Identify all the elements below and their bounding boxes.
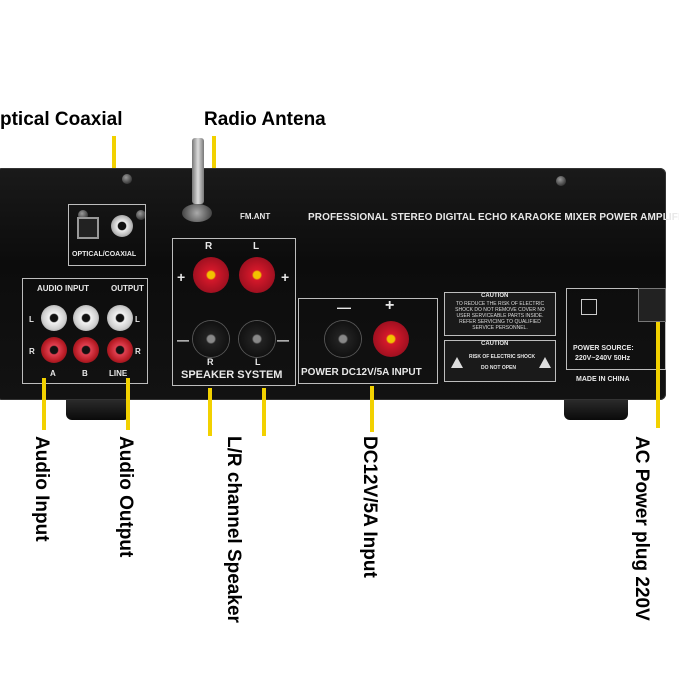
speaker-black-l[interactable] [239,321,275,357]
dc-input-callout: DC12V/5A Input [359,436,380,578]
coaxial-port[interactable] [111,215,133,237]
audio-input-callout: Audio Input [31,436,52,542]
spk-r-bottom-label: R [207,357,214,367]
antenna-rod [192,138,204,204]
lr-speaker-callout: L/R channel Speaker [223,436,244,623]
optical-coaxial-label: OPTICAL/COAXIAL [72,251,137,258]
caution1-body: TO REDUCE THE RISK OF ELECTRIC SHOCK DO … [455,301,545,331]
b-label: B [82,369,88,378]
antena-leader-line [212,136,216,196]
fm-ant-label: FM.ANT [240,212,271,221]
rca-white-out[interactable] [107,305,133,331]
speaker-leader-l [262,388,266,436]
warning-triangle-icon [451,357,463,368]
spk-l-top-label: L [253,241,260,252]
audio-output-leader [126,378,130,430]
rca-red-out[interactable] [107,337,133,363]
ac-power-callout: AC Power plug 220V [631,436,652,621]
panel-title: PROFESSIONAL STEREO DIGITAL ECHO KARAOKE… [308,212,679,223]
amplifier-rear-panel: FM.ANT PROFESSIONAL STEREO DIGITAL ECHO … [0,138,679,400]
audio-input-label: AUDIO INPUT [37,284,89,293]
screw-icon [136,210,146,220]
output-label: OUTPUT [111,284,144,293]
warning-triangle-icon [539,357,551,368]
caution-label-1: CAUTION TO REDUCE THE RISK OF ELECTRIC S… [444,292,556,336]
minus-right: — [277,333,289,347]
ch-l-out-label: L [135,315,140,324]
fuse-icon [581,299,597,315]
radio-antena-callout: Radio Antena [204,109,326,130]
rca-white-a[interactable] [41,305,67,331]
ac-power-leader [656,322,660,428]
screw-icon [78,210,88,220]
speaker-black-r[interactable] [193,321,229,357]
ch-r-label: R [29,347,35,356]
dc-plus-symbol: + [385,297,395,314]
speaker-system-box: R L + + — — R L SPEAKER SYSTEM [172,238,296,386]
minus-left: — [177,333,189,347]
screw-icon [122,174,132,184]
caution2-line1: RISK OF ELECTRIC SHOCK [469,354,536,360]
optical-port[interactable] [77,217,99,239]
speaker-system-label: SPEAKER SYSTEM [181,369,283,381]
antenna-connector[interactable] [182,204,212,222]
optical-coaxial-box: OPTICAL/COAXIAL [68,204,146,266]
power-source-value: 220V~240V 50Hz [575,355,631,362]
optical-coaxial-callout: ptical Coaxial [0,109,123,130]
spk-r-top-label: R [205,241,213,252]
speaker-leader-r [208,388,212,436]
dc-input-box: — + POWER DC12V/5A INPUT [298,297,438,384]
rca-red-a[interactable] [41,337,67,363]
plus-left: + [177,269,186,285]
rca-red-b[interactable] [73,337,99,363]
caution2-line2: DO NOT OPEN [481,365,517,371]
audio-input-leader [42,378,46,430]
foot-right [564,400,628,420]
ac-power-socket[interactable] [638,288,666,322]
ch-l-label: L [29,315,34,324]
power-dc-label: POWER DC12V/5A INPUT [301,367,422,378]
dc-black-terminal[interactable] [325,321,361,357]
made-in-label: MADE IN CHINA [576,376,630,383]
screw-icon [556,176,566,186]
caution2-title: CAUTION [481,341,509,347]
audio-io-box: AUDIO INPUT OUTPUT L R L R A B LINE [22,278,148,384]
caution-label-2: CAUTION RISK OF ELECTRIC SHOCK DO NOT OP… [444,340,556,382]
plus-right: + [281,269,290,285]
dc-input-leader [370,386,374,432]
line-label: LINE [109,369,128,378]
caution1-title: CAUTION [481,293,509,299]
foot-left [66,400,130,420]
audio-output-callout: Audio Output [115,436,136,558]
speaker-red-r[interactable] [193,257,229,293]
speaker-red-l[interactable] [239,257,275,293]
ch-r-out-label: R [135,347,141,356]
dc-red-terminal[interactable] [373,321,409,357]
spk-l-bottom-label: L [255,357,261,367]
power-source-box: POWER SOURCE: 220V~240V 50Hz [566,288,666,370]
dc-minus-symbol: — [337,299,351,315]
power-source-label: POWER SOURCE: [573,345,634,352]
a-label: A [50,369,56,378]
rca-white-b[interactable] [73,305,99,331]
